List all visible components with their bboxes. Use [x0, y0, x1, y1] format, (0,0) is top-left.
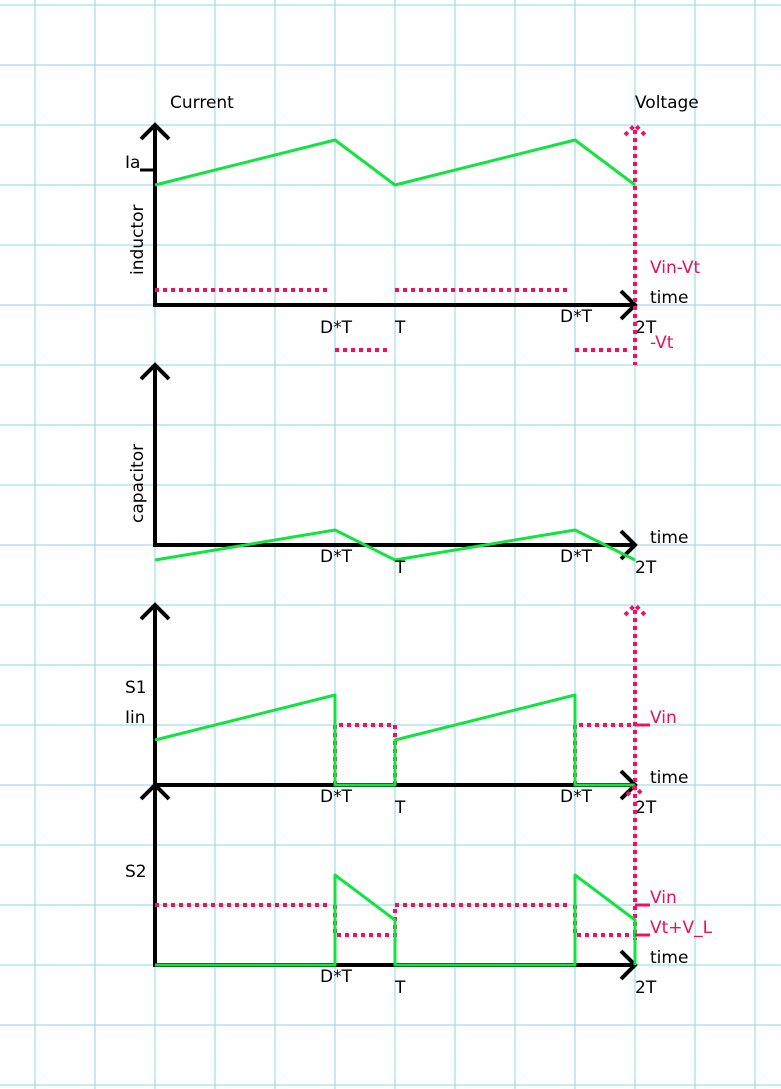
s2-tick-2t: 2T [635, 978, 657, 998]
inductor-time-label: time [650, 288, 688, 308]
s2-y-arrow-icon [139, 782, 171, 801]
capacitor-current-waveform [154, 528, 636, 562]
inductor-panel: Ia inductor time D*T T D*T 2T Vin-Vt -Vt [125, 122, 701, 353]
capacitor-tick-dt2: D*T [560, 547, 593, 567]
s1-tick-t: T [394, 798, 406, 818]
capacitor-time-label: time [650, 528, 688, 548]
s1-time-label: time [650, 768, 688, 788]
s1-title: S1 [125, 678, 147, 698]
s1-vin-label: Vin [650, 708, 677, 728]
s2-voltage-dip-1 [333, 905, 397, 937]
s1-voltage-mid-arrow-icon [625, 784, 645, 797]
current-column-label: Current [170, 93, 234, 113]
s2-panel: S2 time D*T T 2T Vin Vt+V_L [125, 782, 713, 998]
ia-label: Ia [125, 153, 140, 173]
s2-vin-label: Vin [650, 888, 677, 908]
capacitor-y-arrow-icon [139, 362, 171, 381]
s2-tick-dt1: D*T [320, 967, 353, 987]
capacitor-tick-t: T [394, 558, 406, 578]
s2-time-label: time [650, 948, 688, 968]
s1-current-waveform [154, 693, 635, 787]
s2-current-waveform [155, 873, 637, 967]
s1-tick-2t: 2T [635, 798, 657, 818]
s1-panel: S1 Iin time D*T T D*T 2T Vin [125, 602, 688, 818]
capacitor-panel: capacitor time D*T T D*T 2T [128, 362, 688, 578]
s2-title: S2 [125, 862, 147, 882]
inductor-x-arrow-icon [619, 289, 638, 321]
capacitor-tick-dt1: D*T [320, 547, 353, 567]
inductor-tick-t: T [394, 318, 406, 338]
s1-tick-dt1: D*T [320, 787, 353, 807]
inductor-voltage-high-label: Vin-Vt [650, 258, 701, 278]
inductor-title: inductor [128, 205, 148, 275]
inductor-tick-2t: 2T [635, 318, 657, 338]
s2-tick-t: T [394, 978, 406, 998]
inductor-y-arrow-icon [139, 122, 171, 141]
inductor-current-waveform [154, 138, 636, 187]
voltage-column-label: Voltage [635, 93, 699, 113]
capacitor-title: capacitor [128, 444, 148, 523]
inductor-voltage-low-label: -Vt [650, 333, 674, 353]
s1-tick-dt2: D*T [560, 787, 593, 807]
s1-current-label: Iin [125, 708, 146, 728]
s2-voltage-dip-2 [573, 905, 635, 937]
s1-y-arrow-icon [139, 602, 171, 621]
inductor-tick-dt2: D*T [560, 307, 593, 327]
capacitor-tick-2t: 2T [635, 558, 657, 578]
inductor-tick-dt1: D*T [320, 318, 353, 338]
s2-vt-vl-label: Vt+V_L [650, 918, 713, 938]
s1-voltage-pulse-1 [333, 723, 397, 785]
